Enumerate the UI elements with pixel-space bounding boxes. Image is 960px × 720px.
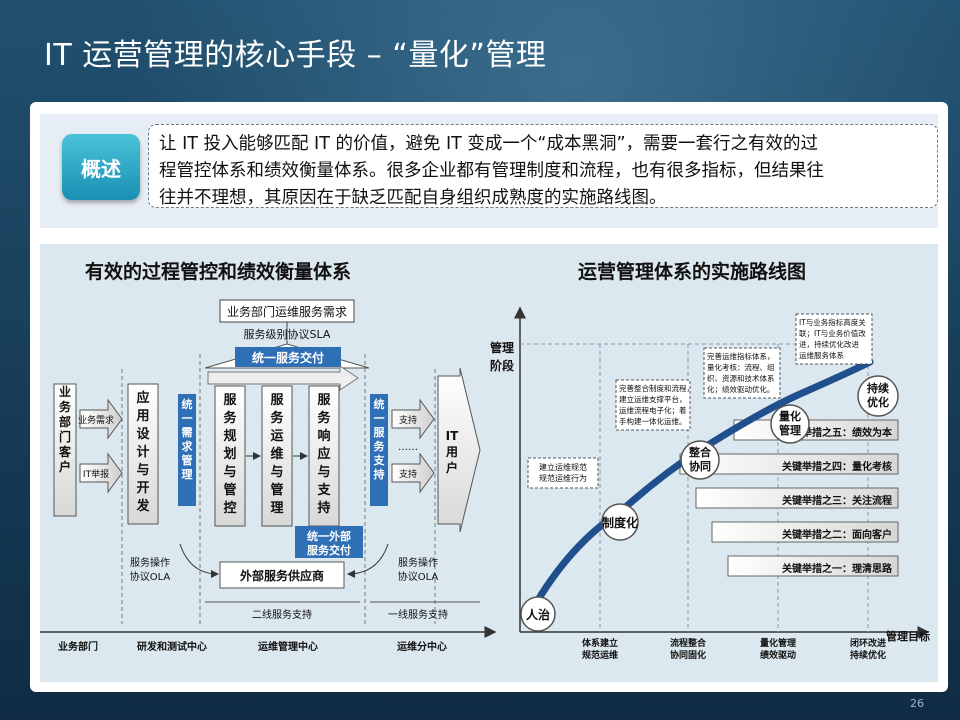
stage-4-label: 量化管理: [779, 409, 801, 437]
business-req-arrow: [79, 398, 123, 440]
page-title: IT 运营管理的核心手段 – “量化”管理: [44, 38, 547, 73]
support-arrow-2: [391, 452, 435, 494]
measure-1: 关键举措之一：理清思路: [782, 562, 893, 575]
demand-top-label: 业务部门运维服务需求: [227, 304, 347, 319]
stage-5-label: 持续优化: [867, 381, 889, 409]
first-line-label: 一线服务支持: [388, 608, 448, 621]
svg-text:建立运维规范规范运维行为: 建立运维规范规范运维行为: [539, 462, 587, 483]
svg-text:完善整合制度和流程，建立运维支撑平台，运维流程电子化；着手构: 完善整合制度和流程，建立运维支撑平台，运维流程电子化；着手构建一体化运维。: [619, 383, 694, 426]
ola-right-2: 协议OLA: [398, 570, 439, 583]
measure-5: 关键举措之五：绩效为本: [782, 426, 893, 439]
note-3: 完善运维指标体系，量化考核：流程、组织、资源和技术体系化；绩效驱动优化。: [703, 347, 781, 399]
svc-resp-box: [308, 385, 340, 527]
it-report-arrow: [79, 452, 123, 494]
summary-text-box: 让 IT 投入能够匹配 IT 的价值，避免 IT 变成一个“成本黑洞”，需要一套…: [148, 124, 938, 208]
unified-external-box: [295, 526, 363, 558]
business-dept-label: 业务部门客户: [58, 384, 72, 474]
ola-left-2: 协议OLA: [130, 570, 171, 583]
stage-circle-5: 持续优化: [857, 375, 899, 417]
ola-right-1: 服务操作: [398, 556, 438, 569]
stage-circle-2: 制度化: [601, 503, 639, 541]
business-req-label: 业务需求: [78, 414, 114, 426]
support-label-1: 支持: [399, 414, 417, 426]
y-axis-label: 管理阶段: [490, 340, 515, 373]
note-1: 建立运维规范规范运维行为: [527, 457, 599, 489]
x-axis-label: 管理目标: [886, 629, 930, 643]
summary-line-2: 程管控体系和绩效衡量体系。很多企业都有管理制度和流程，也有很多指标，但结果往: [159, 161, 824, 181]
stage-circle-1: 人治: [520, 596, 556, 632]
axis-label-rnd: 研发和测试中心: [137, 640, 207, 653]
measure-2: 关键举措之二：面向客户: [782, 528, 892, 541]
support-arrow-1: [391, 398, 435, 440]
ola-left-1: 服务操作: [130, 556, 170, 569]
external-vendor-label: 外部服务供应商: [240, 568, 324, 583]
second-line-label: 二线服务支持: [252, 608, 312, 621]
svc-plan-box: [214, 385, 246, 527]
svc-ops-label: 服务运维与管理: [270, 393, 284, 516]
stage-3-label: 整合协同: [688, 445, 712, 473]
diagram-svg: 有效的过程管控和绩效衡量体系 业务部门运维服务需求 服务级别协议SLA 统一服务…: [40, 260, 930, 661]
axis-label-ops-branch: 运维分中心: [397, 640, 447, 653]
x-tick-1: 体系建立规范运维: [582, 637, 618, 661]
axis-label-business: 业务部门: [58, 640, 98, 653]
summary-section: 概述 让 IT 投入能够匹配 IT 的价值，避免 IT 变成一个“成本黑洞”，需…: [40, 114, 938, 228]
support-label-2: 支持: [399, 468, 417, 480]
svg-text:IT与业务指标高度关联；IT与业务价值改进，持续优化改进运维: IT与业务指标高度关联；IT与业务价值改进，持续优化改进运维服务体系: [799, 317, 866, 360]
svc-plan-label: 服务规划与管控: [223, 393, 237, 516]
unified-demand-label: 统一需求管理: [182, 397, 194, 481]
svc-ops-box: [261, 385, 293, 527]
measure-4: 关键举措之四：量化考核: [782, 460, 892, 473]
unified-delivery-label: 统一服务交付: [252, 350, 324, 365]
business-dept-box: [53, 383, 77, 517]
axis-label-ops-center: 运维管理中心: [258, 640, 318, 653]
stage-circle-4: 量化管理: [770, 404, 810, 444]
left-heading: 有效的过程管控和绩效衡量体系: [85, 260, 351, 283]
it-report-label: IT举报: [83, 468, 109, 480]
unified-external-label: 统一外部服务交付: [307, 529, 351, 557]
page-number: 26: [910, 697, 924, 710]
stage-circle-3: 整合协同: [680, 440, 720, 480]
x-tick-4: 闭环改进持续优化: [850, 637, 886, 661]
summary-line-3: 往并不理想，其原因在于缺乏匹配自身组织成熟度的实施路线图。: [159, 188, 667, 208]
diagram-panel: 有效的过程管控和绩效衡量体系 业务部门运维服务需求 服务级别协议SLA 统一服务…: [40, 244, 938, 682]
note-4: IT与业务指标高度关联；IT与业务价值改进，持续优化改进运维服务体系: [795, 313, 873, 365]
app-dev-box: [127, 383, 159, 525]
x-tick-2: 流程整合协同固化: [670, 637, 707, 661]
note-2: 完善整合制度和流程，建立运维支撑平台，运维流程电子化；着手构建一体化运维。: [615, 379, 694, 431]
svg-text:完善运维指标体系，量化考核：流程、组织、资源和技术体系化；绩: 完善运维指标体系，量化考核：流程、组织、资源和技术体系化；绩效驱动优化。: [707, 351, 775, 394]
it-user-arrow: [437, 367, 481, 533]
summary-line-1: 让 IT 投入能够匹配 IT 的价值，避免 IT 变成一个“成本黑洞”，需要一套…: [159, 134, 819, 154]
svc-resp-label: 服务响应与支持: [316, 393, 331, 516]
unified-support-label: 统一服务支持: [373, 397, 386, 481]
unified-delivery-bar: [235, 347, 341, 367]
support-dots: ……: [398, 442, 418, 453]
x-tick-3: 量化管理绩效驱动: [760, 637, 796, 661]
content-card: 概述 让 IT 投入能够匹配 IT 的价值，避免 IT 变成一个“成本黑洞”，需…: [30, 102, 948, 692]
external-vendor-box: [219, 561, 345, 589]
unified-support-bar: [370, 394, 388, 506]
right-heading: 运营管理体系的实施路线图: [578, 260, 806, 283]
app-dev-label: 应用设计与开发: [135, 390, 150, 514]
svg-text:人治: 人治: [526, 607, 550, 622]
service-frame-top: [207, 365, 359, 391]
unified-demand-bar: [178, 394, 196, 506]
svg-text:制度化: 制度化: [602, 515, 638, 530]
summary-badge: 概述: [62, 134, 140, 200]
measure-3: 关键举措之三：关注流程: [782, 494, 892, 507]
